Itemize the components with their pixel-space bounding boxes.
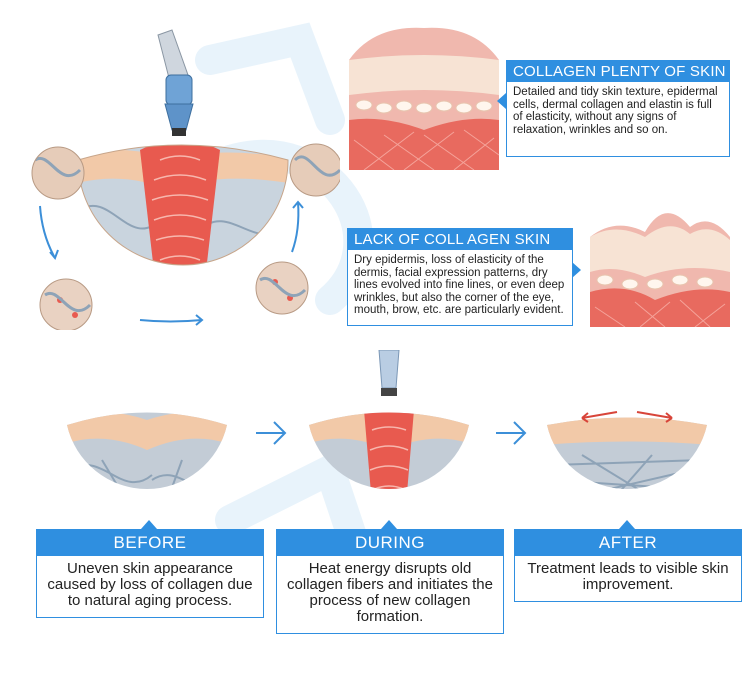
aged-skin-block xyxy=(590,213,730,327)
pointer-arrow xyxy=(497,93,506,109)
stage-description: Heat energy disrupts old collagen fibers… xyxy=(287,560,493,625)
stage-title: DURING xyxy=(277,530,503,556)
stage-before: BEFORE Uneven skin appearance caused by … xyxy=(36,529,264,618)
pointer-arrow xyxy=(619,520,635,529)
pointer-arrow xyxy=(381,520,397,529)
after-skin-illustration xyxy=(547,411,707,489)
arrow-right-icon xyxy=(496,421,527,445)
stage-during: DURING Heat energy disrupts old collagen… xyxy=(276,529,504,634)
stage-after: AFTER Treatment leads to visible skin im… xyxy=(514,529,742,602)
lack-collagen-box: LACK OF COLL AGEN SKIN Dry epidermis, lo… xyxy=(347,228,573,326)
handpiece-device xyxy=(157,29,194,136)
lack-collagen-title: LACK OF COLL AGEN SKIN xyxy=(348,229,572,250)
stage-title: BEFORE xyxy=(37,530,263,556)
stage-description: Treatment leads to visible skin improvem… xyxy=(527,560,729,593)
stage-description: Uneven skin appearance caused by loss of… xyxy=(47,560,253,609)
pointer-arrow xyxy=(141,520,157,529)
collagen-plenty-text: Detailed and tidy skin texture, epiderma… xyxy=(513,86,718,136)
stage-title: AFTER xyxy=(515,530,741,556)
collagen-plenty-title: COLLAGEN PLENTY OF SKIN xyxy=(507,61,729,82)
before-skin-illustration xyxy=(67,412,227,489)
during-skin-illustration xyxy=(309,350,469,490)
healthy-skin-block xyxy=(349,27,500,170)
pointer-arrow xyxy=(572,262,581,278)
treatment-cycle-illustration xyxy=(31,29,340,330)
lack-collagen-text: Dry epidermis, loss of elasticity of the… xyxy=(354,254,565,316)
collagen-plenty-box: COLLAGEN PLENTY OF SKIN Detailed and tid… xyxy=(506,60,730,157)
arrow-right-icon xyxy=(256,421,287,445)
